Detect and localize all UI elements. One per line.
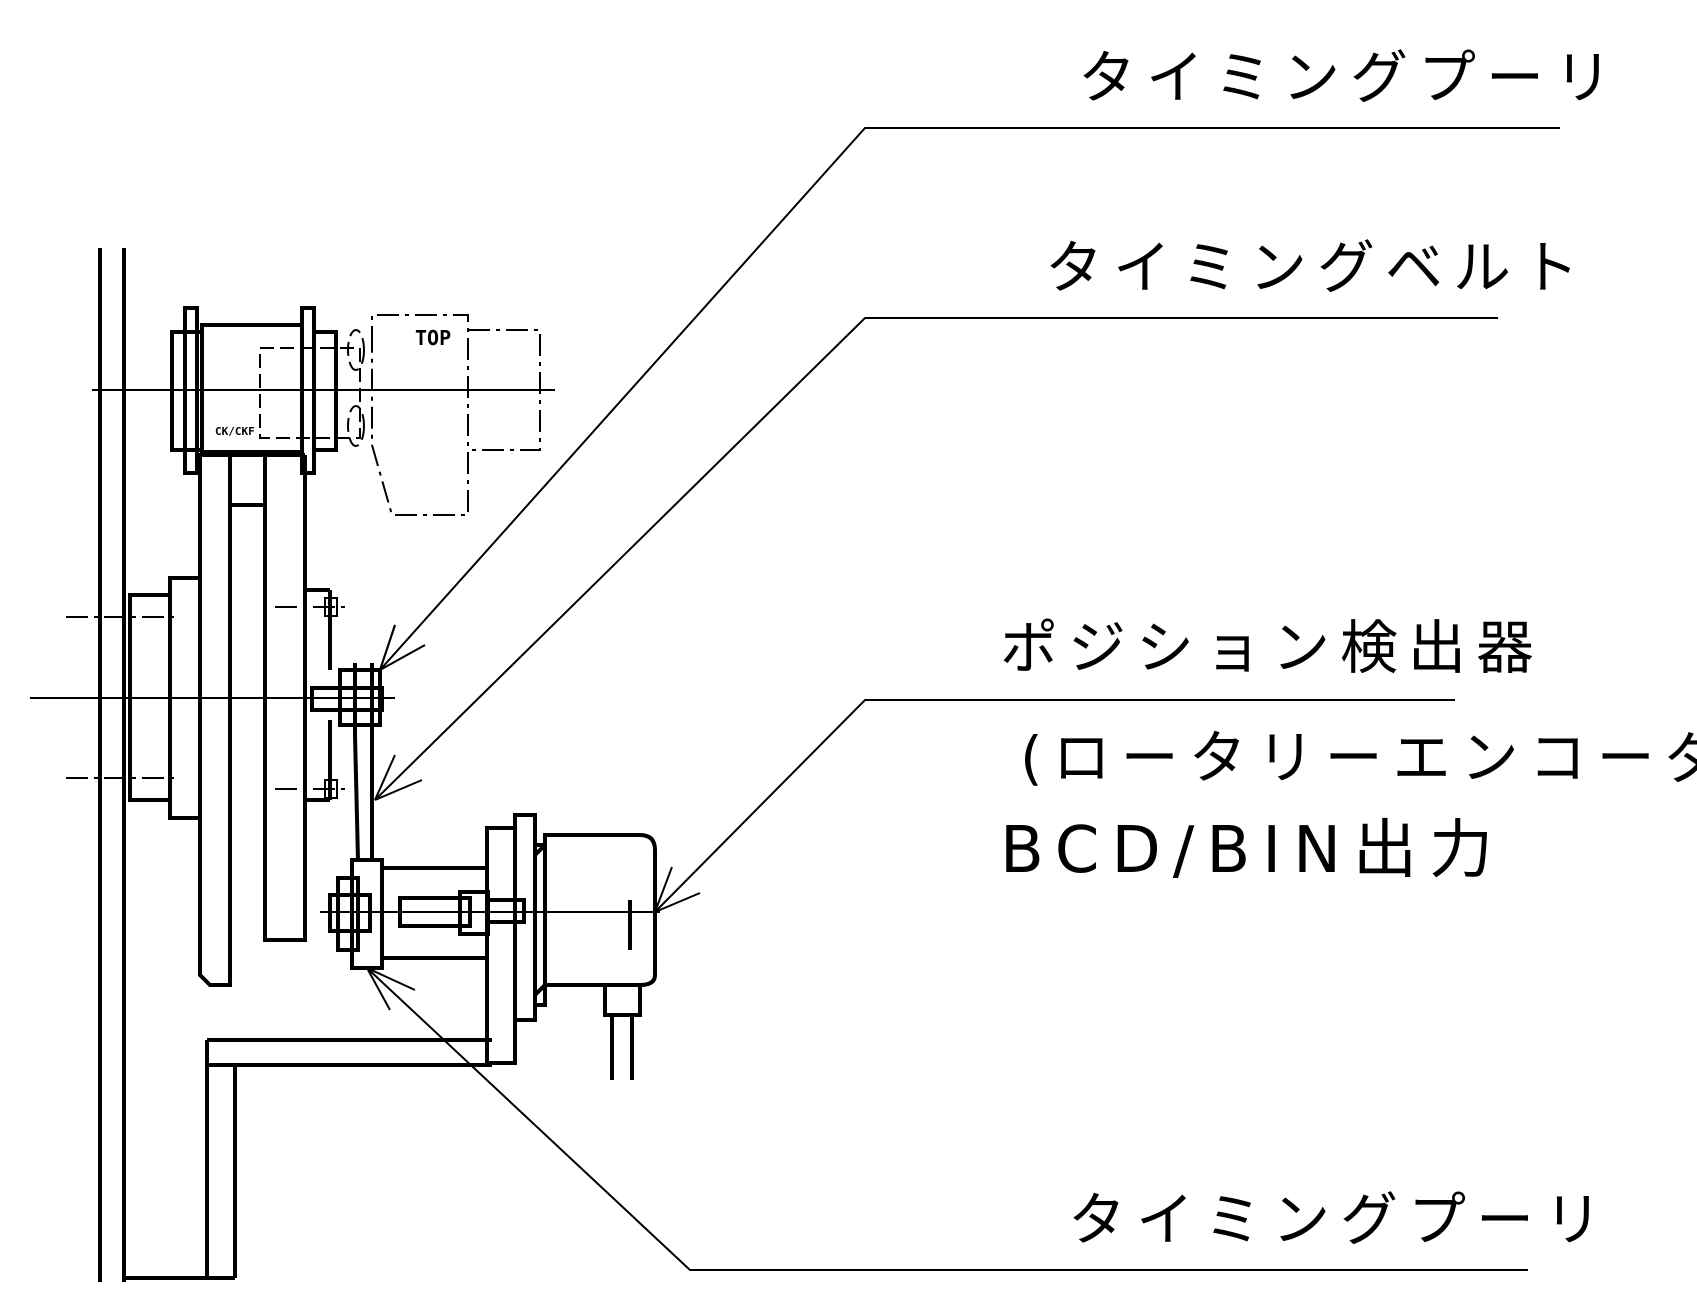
main-hub <box>30 576 340 820</box>
top-mark: TOP <box>415 326 451 350</box>
label-bcd-bin-output: BCD/BIN出力 <box>1000 814 1505 888</box>
timing-belt <box>353 734 374 861</box>
label-position-detector: ポジション検出器 <box>1000 614 1544 682</box>
upper-pulley <box>300 663 395 735</box>
wall-frame <box>98 248 237 1282</box>
top-clamp-assembly: TOP CK/CKF <box>92 306 555 516</box>
label-timing-pulley-top: タイミングプーリ <box>1078 44 1622 112</box>
leader-lines <box>366 127 1560 1271</box>
rotary-encoder <box>533 833 657 1080</box>
svg-text:CK/CKF: CK/CKF <box>215 425 255 438</box>
label-timing-belt: タイミングベルト <box>1045 234 1589 302</box>
label-timing-pulley-bottom: タイミングプーリ <box>1068 1186 1612 1254</box>
lever-arm <box>198 453 345 987</box>
label-rotary-encoder: (ロータリーエンコーダ) <box>1020 724 1697 792</box>
